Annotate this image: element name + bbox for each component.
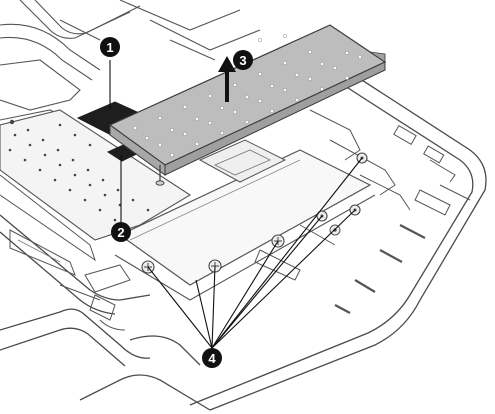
lift-arrow-icon (218, 56, 236, 102)
callout-4-label: 4 (208, 351, 216, 366)
screw-group (141, 152, 368, 274)
callout-3-label: 3 (239, 53, 246, 68)
callout-2-label: 2 (117, 225, 124, 240)
callout-3: 3 (233, 50, 253, 70)
callout-1-label: 1 (106, 40, 113, 55)
heat-pipe-area (0, 0, 261, 131)
leader-lines (109, 60, 363, 349)
callout-4: 4 (202, 348, 222, 368)
callout-1: 1 (100, 37, 120, 57)
lower-left-components (59, 264, 131, 331)
board-shield (108, 24, 387, 186)
callout-2: 2 (111, 222, 131, 242)
battery-area (114, 139, 376, 301)
chassis-outline (0, 39, 487, 411)
